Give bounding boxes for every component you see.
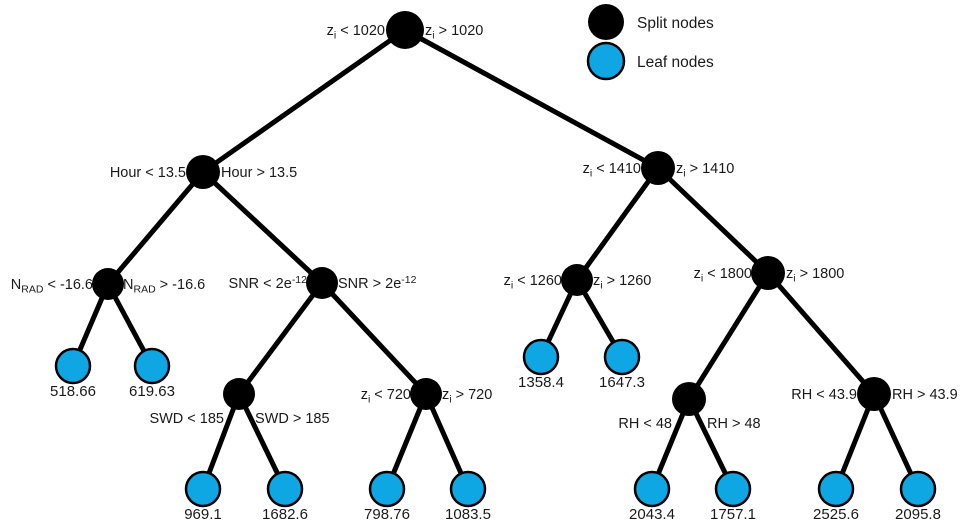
split-condition-label: zi > 1800 bbox=[786, 266, 844, 285]
leaf-value-label: 798.76 bbox=[364, 506, 410, 523]
leaf-node bbox=[266, 470, 304, 508]
split-condition-label: zi < 1260 bbox=[504, 273, 562, 292]
legend-label-split: Split nodes bbox=[637, 15, 714, 32]
tree-leaf-values: 518.66 619.63 969.1 1682.6 798.76 1083.5 1358.… bbox=[50, 374, 941, 523]
leaf-node bbox=[817, 470, 855, 508]
split-node bbox=[92, 268, 124, 300]
leaf-value-label: 518.66 bbox=[50, 383, 96, 400]
leaf-node bbox=[714, 470, 752, 508]
leaf-value-label: 2525.6 bbox=[813, 506, 859, 523]
leaf-node bbox=[899, 470, 937, 508]
leaf-value-label: 619.63 bbox=[129, 383, 175, 400]
tree-edge bbox=[200, 27, 408, 175]
leaf-node bbox=[54, 347, 92, 385]
leaf-value-label: 1682.6 bbox=[262, 506, 308, 523]
split-condition-label: RH > 48 bbox=[707, 416, 761, 432]
tree-edge bbox=[319, 280, 429, 397]
split-condition-label: SNR < 2e-12 bbox=[229, 274, 308, 292]
leaf-node bbox=[133, 347, 171, 385]
leaf-value-label: 969.1 bbox=[184, 506, 222, 523]
split-condition-label: zi < 1020 bbox=[327, 23, 385, 42]
split-condition-label: zi > 720 bbox=[442, 387, 492, 406]
split-node bbox=[857, 377, 891, 411]
split-node bbox=[561, 264, 593, 296]
split-condition-label: Hour > 13.5 bbox=[221, 165, 297, 181]
leaf-node bbox=[449, 470, 487, 508]
split-condition-label: SNR > 2e-12 bbox=[338, 274, 417, 292]
tree-edge bbox=[574, 165, 661, 283]
leaf-node bbox=[633, 470, 671, 508]
tree-edge bbox=[655, 165, 771, 276]
tree-edge bbox=[200, 169, 325, 286]
split-node bbox=[751, 256, 785, 290]
tree-nodes bbox=[54, 11, 937, 508]
legend-label-leaf: Leaf nodes bbox=[637, 54, 714, 71]
split-node bbox=[672, 382, 706, 416]
split-node bbox=[223, 378, 255, 410]
tree-edge bbox=[765, 270, 877, 397]
split-condition-label: RH > 43.9 bbox=[892, 387, 958, 403]
split-condition-label: SWD > 185 bbox=[255, 411, 330, 427]
tree-edge bbox=[105, 169, 206, 287]
split-condition-label: RH < 43.9 bbox=[791, 387, 857, 403]
split-condition-label: RH < 48 bbox=[618, 416, 672, 432]
split-condition-label: zi > 1020 bbox=[425, 23, 483, 42]
legend-item-leaf: Leaf nodes bbox=[586, 41, 714, 81]
leaf-node bbox=[522, 338, 560, 376]
split-condition-label: zi < 1410 bbox=[583, 161, 641, 180]
split-condition-label: Hour < 13.5 bbox=[110, 165, 186, 181]
tree-edge bbox=[236, 280, 325, 397]
split-condition-label: zi < 1800 bbox=[694, 266, 752, 285]
split-node bbox=[386, 11, 424, 49]
leaf-node bbox=[368, 470, 406, 508]
tree-edge bbox=[686, 270, 771, 402]
split-node bbox=[306, 267, 338, 299]
leaf-value-label: 1083.5 bbox=[445, 506, 491, 523]
split-condition-label: NRAD > -16.6 bbox=[123, 277, 205, 296]
leaf-value-label: 2095.8 bbox=[895, 506, 941, 523]
leaf-node bbox=[184, 470, 222, 508]
split-node bbox=[186, 155, 220, 189]
leaf-value-label: 2043.4 bbox=[629, 506, 675, 523]
leaf-value-label: 1647.3 bbox=[599, 374, 645, 391]
split-condition-label: NRAD < -16.6 bbox=[11, 277, 93, 296]
split-node bbox=[410, 378, 442, 410]
tree-edge bbox=[402, 27, 661, 171]
split-condition-label: zi > 1260 bbox=[593, 273, 651, 292]
split-condition-label: SWD < 185 bbox=[149, 411, 224, 427]
leaf-value-label: 1757.1 bbox=[710, 506, 756, 523]
legend-item-split: Split nodes bbox=[588, 4, 714, 40]
split-node bbox=[641, 151, 675, 185]
legend-swatch-leaf bbox=[586, 41, 626, 81]
leaf-value-label: 1358.4 bbox=[518, 374, 564, 391]
legend-swatch-split bbox=[588, 4, 624, 40]
split-condition-label: zi < 720 bbox=[361, 387, 411, 406]
leaf-node bbox=[603, 338, 641, 376]
split-condition-label: zi > 1410 bbox=[676, 161, 734, 180]
